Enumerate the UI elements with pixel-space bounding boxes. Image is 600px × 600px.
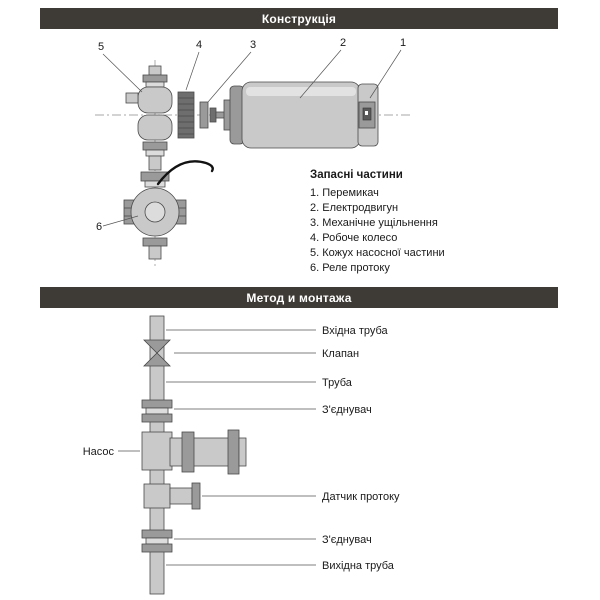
callout-5: 5 [98, 41, 104, 53]
electric-motor [223, 81, 379, 149]
flow-sensor [143, 482, 201, 510]
spare-part-item: 4. Робоче колесо [310, 232, 398, 244]
label-valve: Клапан [322, 348, 359, 360]
power-cable [156, 160, 214, 186]
installation-header: Метод и монтажа [40, 287, 558, 308]
connector-top [141, 399, 173, 423]
label-connector-top: З'єднувач [322, 404, 372, 416]
spare-parts-title: Запасні частини [310, 169, 403, 181]
spare-part-item: 1. Перемикач [310, 187, 379, 199]
pump [141, 429, 247, 475]
spare-part-item: 6. Реле протоку [310, 262, 390, 274]
label-pump: Насос [83, 446, 115, 458]
callout-1: 1 [400, 37, 406, 49]
label-outlet-pipe: Вихідна труба [322, 560, 395, 572]
callout-3: 3 [250, 39, 256, 51]
callout-2: 2 [340, 37, 346, 49]
switch [358, 101, 376, 129]
spare-part-item: 2. Електродвигун [310, 202, 399, 214]
impeller [177, 91, 195, 139]
spare-parts-list: Запасні частини 1. Перемикач 2. Електрод… [310, 168, 445, 276]
installation-diagram: Вхідна труба Клапан Труба З'єднувач Насо… [40, 312, 560, 600]
construction-header: Конструкція [40, 8, 558, 29]
connector-bottom [141, 529, 173, 553]
label-flow-sensor: Датчик протоку [322, 491, 400, 503]
spare-part-item: 3. Механічне ущільнення [310, 217, 438, 229]
label-connector-bottom: З'єднувач [322, 534, 372, 546]
mechanical-seal [199, 101, 227, 129]
construction-title: Конструкція [261, 11, 337, 26]
construction-svg: 5 4 3 2 1 6 [95, 37, 412, 266]
construction-diagram: 5 4 3 2 1 6 [40, 30, 560, 287]
label-pipe: Труба [322, 377, 353, 389]
valve [143, 339, 171, 367]
volute-assembly [123, 160, 214, 260]
installation-labels: Вхідна труба Клапан Труба З'єднувач Насо… [83, 325, 400, 572]
label-inlet-pipe: Вхідна труба [322, 325, 389, 337]
callout-4: 4 [196, 39, 202, 51]
installation-svg: Вхідна труба Клапан Труба З'єднувач Насо… [83, 315, 400, 595]
callouts: 5 4 3 2 1 6 [96, 37, 406, 233]
spare-part-item: 5. Кожух насосної частини [310, 247, 445, 259]
callout-6: 6 [96, 221, 102, 233]
installation-title: Метод и монтажа [246, 290, 352, 305]
pump-casing-assembly [125, 65, 173, 171]
